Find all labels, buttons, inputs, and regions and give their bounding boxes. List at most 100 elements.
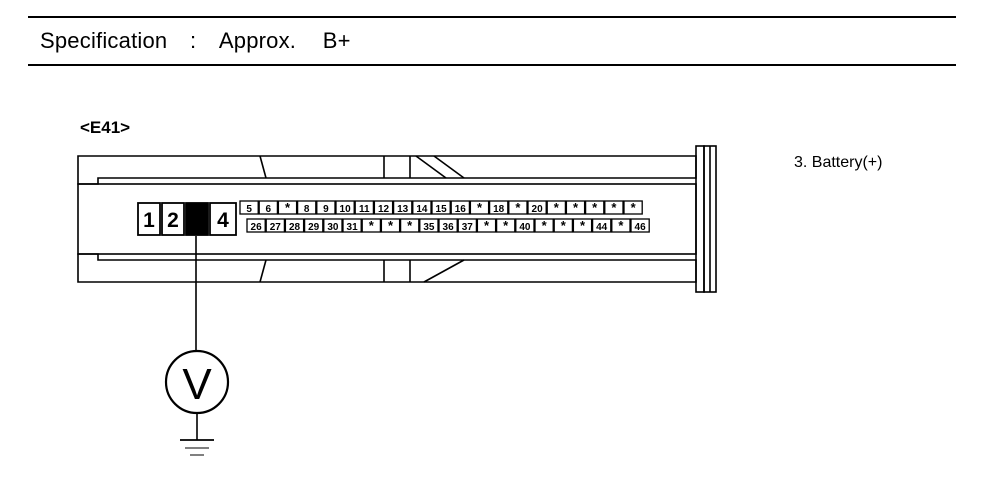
spec-value: B+	[322, 28, 351, 53]
small-pin-label: *	[503, 218, 509, 233]
top-row-pin-1: 5	[239, 200, 259, 215]
top-row-pin-13: *	[469, 200, 490, 215]
legend-text: 3. Battery(+)	[794, 154, 883, 171]
bottom-row-pin-13: *	[476, 218, 497, 233]
small-pin-label: 29	[308, 222, 320, 233]
bottom-row-pin-14: *	[495, 218, 516, 233]
bottom-row-pin-20: *	[611, 218, 631, 233]
large-pin-1: 1	[137, 202, 161, 236]
small-pin-label: *	[561, 218, 567, 233]
small-pin-label: *	[592, 200, 598, 215]
small-pin-label: 10	[340, 204, 352, 215]
bottom-row-pin-18: *	[572, 218, 593, 233]
small-pin-label: 8	[304, 204, 310, 215]
small-pin-label: 27	[270, 222, 282, 233]
small-pin-label: 20	[532, 204, 544, 215]
small-pin-label: 14	[416, 204, 428, 215]
bottom-row-pin-17: *	[553, 218, 574, 233]
bottom-row-pin-12: 37	[457, 218, 478, 233]
large-pin-label: 3	[191, 209, 203, 232]
small-pin-label: 11	[359, 204, 370, 215]
bottom-row-pin-1: 26	[246, 218, 266, 233]
bottom-row-pin-11: 36	[438, 218, 458, 233]
bottom-row-pin-2: 27	[265, 218, 286, 233]
small-pin-label: 31	[347, 222, 359, 233]
small-pin-label: *	[484, 218, 490, 233]
large-pin-2: 2	[161, 202, 185, 236]
large-pin-label: 4	[217, 209, 229, 232]
bottom-row-pin-5: 30	[323, 218, 343, 233]
small-pin-label: *	[407, 218, 413, 233]
top-row-pin-9: 13	[392, 200, 413, 215]
bottom-row-pin-10: 35	[419, 218, 439, 233]
small-pin-label: 18	[493, 204, 505, 215]
small-pin-label: 13	[397, 204, 409, 215]
small-pin-label: *	[631, 200, 637, 215]
connector-body	[77, 145, 717, 293]
small-pin-label: *	[542, 218, 548, 233]
bottom-row-pin-4: 29	[303, 218, 324, 233]
small-pin-label: 44	[596, 222, 608, 233]
bottom-row-pin-16: *	[534, 218, 554, 233]
top-row-pin-17: *	[546, 200, 567, 215]
small-pin-label: *	[515, 200, 521, 215]
small-pin-label: 9	[323, 204, 329, 215]
small-pin-label: *	[573, 200, 579, 215]
small-pin-label: *	[477, 200, 483, 215]
small-pin-label: 12	[378, 204, 390, 215]
large-pin-4: 4	[209, 202, 237, 236]
bottom-rule	[28, 64, 956, 66]
top-row-pin-16: 20	[527, 200, 547, 215]
top-row-pin-8: 12	[373, 200, 394, 215]
large-pin-label: 1	[143, 209, 155, 232]
top-row-pin-11: 15	[431, 200, 451, 215]
bottom-row-pin-9: *	[399, 218, 420, 233]
top-row-pin-5: 9	[316, 200, 336, 215]
small-pin-label: 37	[462, 222, 474, 233]
small-pin-label: 36	[443, 222, 455, 233]
small-pin-label: *	[580, 218, 586, 233]
small-pin-label: 35	[423, 222, 435, 233]
top-row-pin-15: *	[508, 200, 528, 215]
ground-icon	[180, 439, 214, 456]
meter-symbol: V	[182, 360, 212, 409]
bottom-row-pin-3: 28	[284, 218, 305, 233]
small-pin-label: 5	[246, 204, 252, 215]
top-row-pin-12: 16	[450, 200, 471, 215]
small-pin-label: 26	[251, 222, 263, 233]
connector-name: <E41>	[80, 118, 131, 137]
top-row-pin-3: *	[277, 200, 298, 215]
top-row-pin-21: *	[623, 200, 643, 215]
bottom-row-pin-6: 31	[342, 218, 362, 233]
top-row-pin-6: 10	[335, 200, 355, 215]
top-row-pin-20: *	[604, 200, 624, 215]
top-rule	[28, 16, 956, 18]
small-pin-label: 16	[455, 204, 467, 215]
top-row-pin-2: 6	[258, 200, 279, 215]
small-pin-label: 15	[436, 204, 448, 215]
large-pin-label: 2	[167, 209, 179, 232]
top-row-pin-14: 18	[488, 200, 509, 215]
voltmeter-icon: V	[164, 349, 230, 415]
bottom-row-pin-7: *	[361, 218, 382, 233]
bottom-row-pin-8: *	[380, 218, 401, 233]
bottom-row-pin-19: 44	[591, 218, 612, 233]
spec-prefix: Approx.	[218, 28, 297, 53]
small-pin-label: *	[388, 218, 394, 233]
small-pin-label: 6	[266, 204, 272, 215]
small-pin-label: 30	[327, 222, 339, 233]
small-pin-label: *	[369, 218, 375, 233]
small-pin-label: 46	[635, 222, 647, 233]
small-pin-label: *	[554, 200, 560, 215]
small-pin-label: *	[285, 200, 291, 215]
top-row-pin-19: *	[584, 200, 605, 215]
top-row-pin-10: 14	[412, 200, 432, 215]
small-pin-label: *	[611, 200, 617, 215]
bottom-row-pin-15: 40	[515, 218, 535, 233]
small-pin-label: 40	[519, 222, 531, 233]
top-row-pin-4: 8	[296, 200, 317, 215]
small-pin-label: 28	[289, 222, 301, 233]
